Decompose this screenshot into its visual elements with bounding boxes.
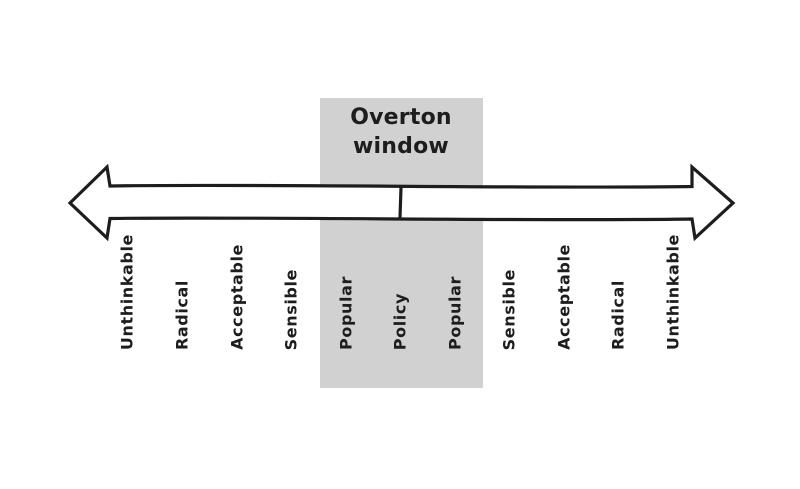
policy-tick-mark (398, 187, 403, 218)
spectrum-label: Acceptable (554, 244, 574, 350)
spectrum-label: Policy (390, 292, 410, 350)
spectrum-label: Popular (336, 276, 356, 350)
spectrum-label: Sensible (499, 268, 519, 350)
spectrum-label: Radical (172, 279, 192, 350)
spectrum-label: Sensible (281, 268, 301, 350)
spectrum-label: Acceptable (227, 244, 247, 350)
spectrum-label: Unthinkable (663, 233, 683, 350)
spectrum-label: Unthinkable (117, 233, 137, 350)
spectrum-label: Radical (608, 279, 628, 350)
spectrum-label: Popular (445, 276, 465, 350)
overton-window-region (320, 98, 483, 388)
window-title: Overton window (350, 105, 452, 159)
